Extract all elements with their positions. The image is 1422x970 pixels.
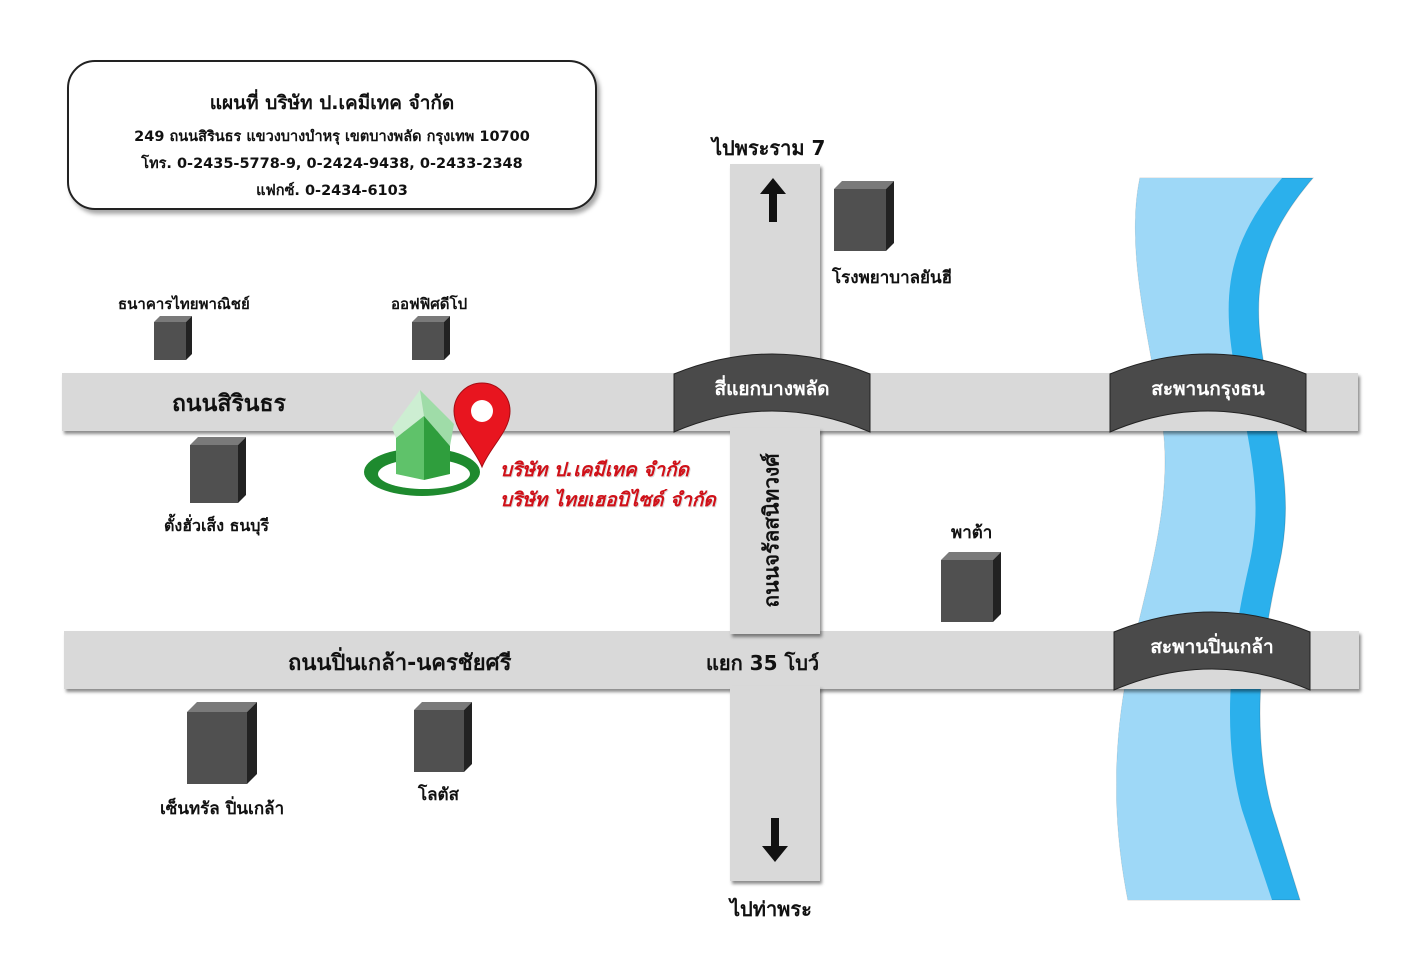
map-pin-icon [453,382,511,469]
house-icon [364,390,480,496]
road-charan-mid [730,428,820,634]
arrow-up-icon [760,178,786,222]
building-lotus [414,702,472,772]
direction-north-label: ไปพระราม 7 [712,136,826,160]
place-label-pata: พาต้า [951,523,993,543]
info-address: 249 ถนนสิรินธร แขวงบางบำหรุ เขตบางพลัด ก… [134,129,530,145]
road-label-pinklao: ถนนปิ่นเกล้า-นครชัยศรี [288,651,512,676]
info-fax: แฟกซ์. 0-2434-6103 [256,183,408,199]
place-label-yanhee: โรงพยาบาลยันฮี [832,268,952,288]
direction-south-label: ไปท่าพระ [730,897,812,921]
bridge-arch-pinklao [1113,611,1311,691]
road-label-sirindhorn: ถนนสิรินธร [172,391,286,417]
river [1115,177,1315,901]
bridge-arch-krungthon [1109,353,1307,433]
place-label-central: เซ็นทรัล ปิ่นเกล้า [160,799,285,819]
info-title: แผนที่ บริษัท ป.เคมีเทค จำกัด [209,92,455,114]
junction-label-bow35: แยก 35 โบว์ [706,651,820,675]
arrow-down-icon [762,818,788,862]
place-label-lotus: โลตัส [418,785,459,805]
company-label-1: บริษัท ป.เคมีเทค จำกัด [500,459,689,481]
building-yanhee [834,181,894,251]
place-label-tang: ตั้งฮั่วเส็ง ธนบุรี [164,516,270,535]
road-label-charan: ถนนจรัลสนิทวงศ์ [759,453,784,608]
building-central [187,702,257,784]
bridge-label-krungthon: สะพานกรุงธน [1151,378,1265,400]
junction-label-bangphlat: สี่แยกบางพลัด [714,378,830,400]
building-officedepot [412,316,450,360]
place-label-scb: ธนาคารไทยพาณิชย์ [118,295,250,313]
company-label-2: บริษัท ไทยเฮอบิไซด์ จำกัด [500,489,716,511]
building-pata [941,552,1001,622]
building-scb [154,316,192,360]
building-tang [190,437,246,503]
bridge-label-pinklao: สะพานปิ่นเกล้า [1150,636,1274,658]
place-label-officedepot: ออฟฟิศดีโป [391,295,468,313]
info-phone: โทร. 0-2435-5778-9, 0-2424-9438, 0-2433-… [141,156,523,172]
junction-arch-bangphlat [673,353,871,433]
info-box: แผนที่ บริษัท ป.เคมีเทค จำกัด 249 ถนนสิร… [67,60,597,210]
